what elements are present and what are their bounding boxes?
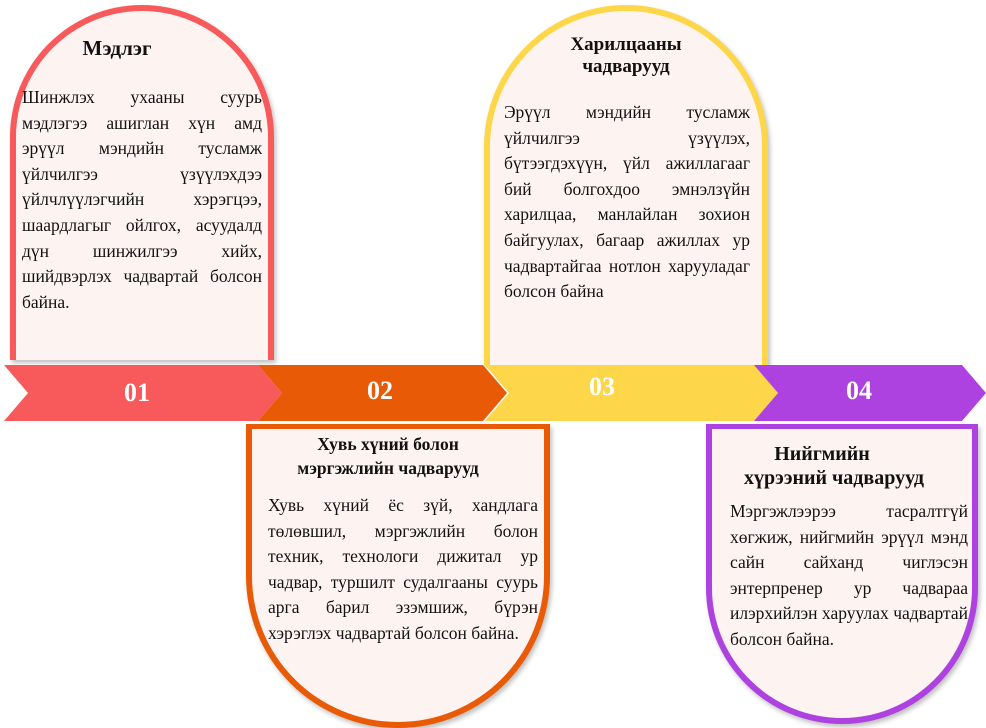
step-3-card: Харилцааны чадварууд Эрүүл мэндийн тусла…: [484, 5, 768, 365]
step-1-title: Мэдлэг: [82, 36, 152, 60]
step-2-card: Хувь хүний болон мэргэжлийн чадварууд Ху…: [246, 424, 550, 728]
step-4-title-line2: хүрээний чадварууд: [744, 467, 924, 489]
step-3-title-line1: Харилцааны: [570, 34, 682, 55]
step-1-card: Мэдлэг Шинжлэх ухааны суурь мэдлэгээ аши…: [10, 5, 274, 360]
step-4-title-line1: Нийгмийн: [774, 443, 870, 465]
step-2-number: 02: [367, 376, 393, 405]
arrow-4: [754, 365, 986, 421]
arrow-3: [485, 365, 778, 421]
step-1-body: Шинжлэх ухааны суурь мэдлэгээ ашиглан хү…: [22, 87, 262, 312]
step-3-body: Эрүүл мэндийн тусламж үйлчилгээ үзүүлэх,…: [504, 102, 750, 302]
arrow-2: [258, 365, 507, 421]
step-2-body: Хувь хүний ёс зүй, хандлага төлөвшил, мэ…: [268, 495, 538, 643]
arrow-1: [4, 365, 282, 421]
process-arrows: [4, 365, 986, 421]
step-3-title-line2: чадварууд: [582, 56, 670, 77]
step-4-body: Мэргэжлээрээ тасралтгүй хөгжиж, нийгмийн…: [730, 501, 968, 649]
step-1-number: 01: [124, 378, 150, 407]
step-4-number: 04: [846, 376, 872, 405]
step-4-card: Нийгмийн хүрээний чадварууд Мэргэжлээрээ…: [706, 424, 978, 724]
step-2-title-line1: Хувь хүний болон: [317, 434, 459, 454]
step-2-title-line2: мэргэжлийн чадварууд: [297, 458, 479, 478]
step-3-number: 03: [589, 372, 615, 401]
